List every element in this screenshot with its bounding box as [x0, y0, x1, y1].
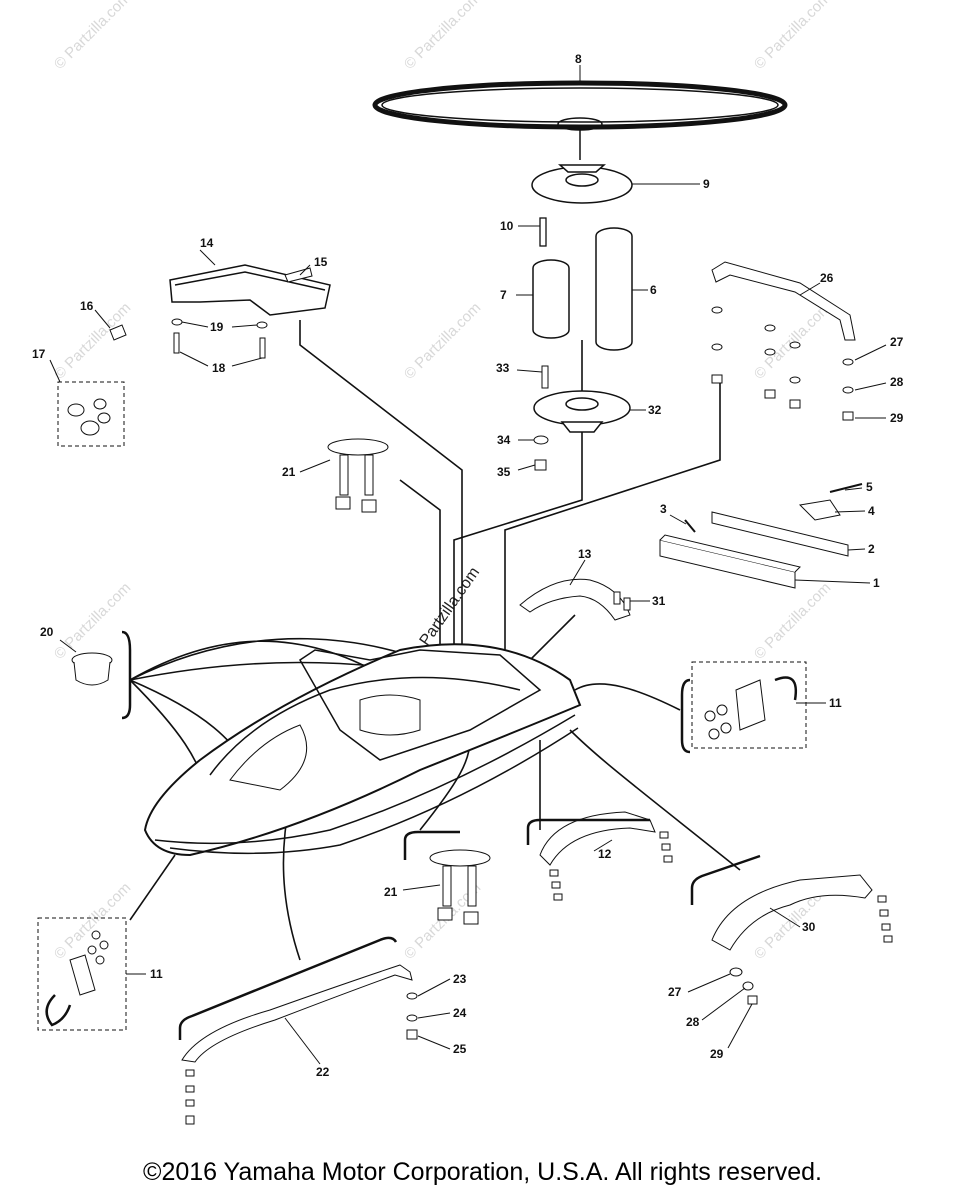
- part-32-base: [533, 390, 631, 433]
- callout-5: 5: [866, 480, 873, 494]
- callout-24: 24: [453, 1006, 467, 1020]
- part-10-bolt: [539, 217, 547, 247]
- callout-14: 14: [200, 236, 214, 250]
- part-3-screw: [684, 519, 696, 533]
- part-31-screws: [613, 591, 631, 611]
- watermark: © Partzilla.com: [401, 0, 484, 73]
- part-21-cleat-lower: [429, 849, 491, 925]
- part-7-cushion: [532, 259, 570, 339]
- bracket-21: [403, 830, 460, 860]
- callout-15: 15: [314, 255, 328, 269]
- part-20-light: [71, 652, 113, 686]
- callouts: 8 9 10 7 6 33 32 34 35 14 15 16 19 18 17…: [32, 52, 904, 1079]
- callout-29-lower: 29: [710, 1047, 724, 1061]
- callout-21-upper: 21: [282, 465, 296, 479]
- callout-32: 32: [648, 403, 662, 417]
- callout-10: 10: [500, 219, 514, 233]
- bracket-left: [121, 630, 132, 720]
- callout-6: 6: [650, 283, 657, 297]
- part-18-screws: [173, 332, 266, 359]
- part-2-rail: [711, 511, 849, 557]
- watermark: © Partzilla.com: [51, 0, 134, 73]
- part-33-bolt: [541, 365, 549, 389]
- callout-21-lower: 21: [384, 885, 398, 899]
- callout-8: 8: [575, 52, 582, 66]
- part-5-screws: [829, 483, 863, 493]
- watermark: © Partzilla.com: [401, 299, 484, 382]
- callout-2: 2: [868, 542, 875, 556]
- watermark: © Partzilla.com: [51, 579, 134, 662]
- callout-33: 33: [496, 361, 510, 375]
- part-11-tow-eye-lower: [37, 917, 127, 1031]
- part-13-grab-handle: [519, 578, 631, 621]
- callout-25: 25: [453, 1042, 467, 1056]
- part-27-29-hardware: [729, 967, 758, 1005]
- part-17-grommets: [57, 381, 125, 447]
- watermark: © Partzilla.com: [751, 579, 834, 662]
- callout-34: 34: [497, 433, 511, 447]
- part-15-latch: [284, 267, 313, 283]
- callout-26: 26: [820, 271, 834, 285]
- parts-diagram: © Partzilla.com © Partzilla.com © Partzi…: [32, 0, 904, 1125]
- bracket-12: [526, 818, 650, 845]
- part-6-cushion: [595, 227, 633, 351]
- callout-35: 35: [497, 465, 511, 479]
- part-21-cleat-upper: [327, 438, 389, 513]
- watermark: © Partzilla.com: [751, 299, 834, 382]
- callout-17: 17: [32, 347, 46, 361]
- copyright-notice: ©2016 Yamaha Motor Corporation, U.S.A. A…: [143, 1158, 822, 1186]
- part-30-handrail: [711, 874, 893, 951]
- callout-12: 12: [598, 847, 612, 861]
- callout-9: 9: [703, 177, 710, 191]
- callout-18: 18: [212, 361, 226, 375]
- callout-16: 16: [80, 299, 94, 313]
- callout-27-lower: 27: [668, 985, 682, 999]
- part-16-plug: [109, 324, 127, 341]
- part-11-tow-eye-upper: [691, 661, 807, 749]
- callout-4: 4: [868, 504, 875, 518]
- callout-3: 3: [660, 502, 667, 516]
- callout-11-lower: 11: [150, 967, 163, 981]
- callout-28-upper: 28: [890, 375, 904, 389]
- part-35-nut: [534, 459, 547, 471]
- callout-23: 23: [453, 972, 467, 986]
- boat: [143, 643, 582, 857]
- part-26-hardware: [711, 306, 854, 421]
- part-9-base: [531, 164, 633, 204]
- part-1-rail: [659, 534, 801, 589]
- bracket-22: [178, 936, 398, 1040]
- callout-7: 7: [500, 288, 507, 302]
- part-12-handrail: [539, 811, 673, 901]
- part-8-cover: [372, 80, 788, 160]
- callout-20: 20: [40, 625, 54, 639]
- part-4-clip: [798, 499, 841, 521]
- bracket-right: [680, 678, 691, 754]
- callout-13: 13: [578, 547, 592, 561]
- callout-27-upper: 27: [890, 335, 904, 349]
- callout-19: 19: [210, 320, 224, 334]
- part-22-handrail: [181, 964, 413, 1125]
- callout-30: 30: [802, 920, 816, 934]
- callout-31: 31: [652, 594, 666, 608]
- callout-22: 22: [316, 1065, 330, 1079]
- callout-11-upper: 11: [829, 696, 842, 710]
- watermark: © Partzilla.com: [751, 0, 834, 73]
- callout-1: 1: [873, 576, 880, 590]
- callout-28-lower: 28: [686, 1015, 700, 1029]
- part-34-washer: [533, 435, 549, 445]
- callout-leaders: [49, 65, 887, 1065]
- part-23-25-hardware: [406, 992, 418, 1040]
- bracket-30: [690, 854, 761, 905]
- callout-29-upper: 29: [890, 411, 904, 425]
- part-26-handrail: [711, 261, 856, 341]
